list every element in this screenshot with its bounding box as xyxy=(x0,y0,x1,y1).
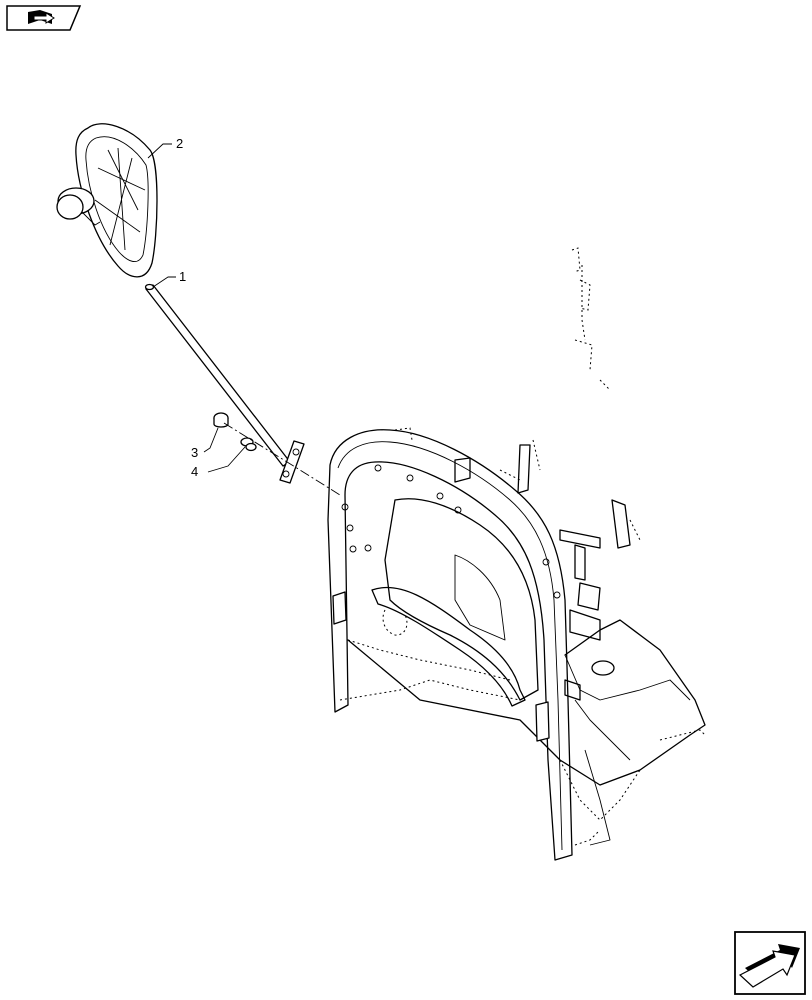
callout-label-2: 2 xyxy=(176,136,183,151)
mirror-head xyxy=(56,123,158,278)
callout-label-1: 1 xyxy=(179,269,186,284)
next-page-arrow-icon xyxy=(738,944,800,988)
book-arrow-icon xyxy=(28,10,55,24)
top-nav-badge[interactable] xyxy=(6,5,82,31)
callout-label-3: 3 xyxy=(191,445,198,460)
mirror-pivot-knob xyxy=(56,187,101,226)
washer-nut xyxy=(240,437,257,452)
hidden-outlines xyxy=(339,247,706,846)
callout-1: 1 xyxy=(152,269,186,288)
mounting-bracket xyxy=(279,440,305,484)
callout-4: 4 xyxy=(191,446,246,479)
mirror-arm-rod xyxy=(144,283,291,467)
bottom-nav-icon[interactable] xyxy=(734,931,806,995)
callout-2: 2 xyxy=(147,136,183,159)
rops-frame xyxy=(327,429,706,861)
assembly-centerline xyxy=(223,422,341,496)
bolt xyxy=(213,412,229,428)
callout-label-4: 4 xyxy=(191,464,198,479)
callout-3: 3 xyxy=(191,427,219,460)
